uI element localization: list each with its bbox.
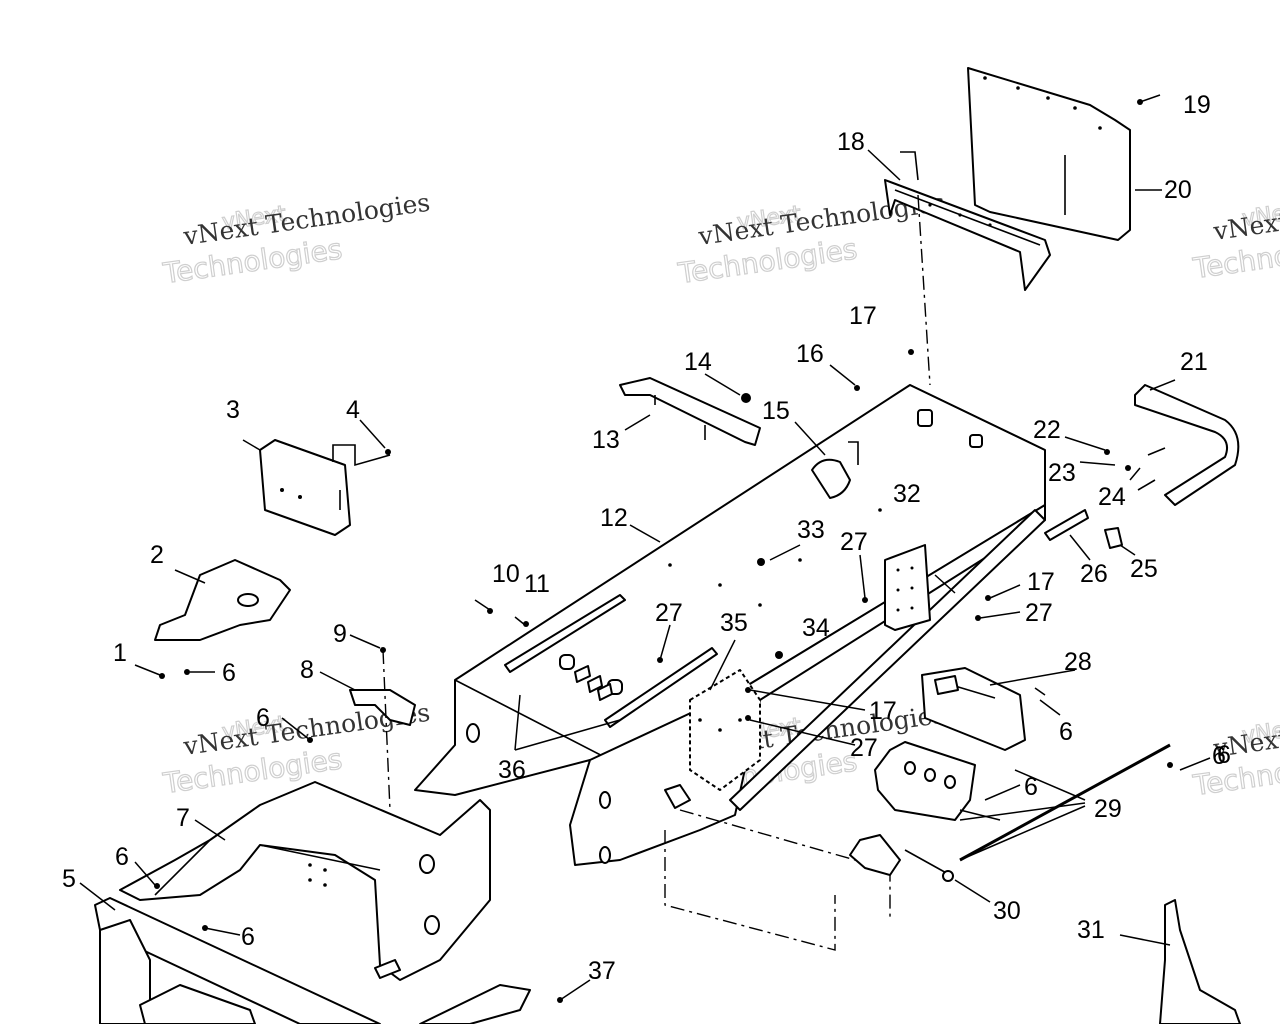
callout-6: 6: [1217, 741, 1231, 769]
part-5-rail: [99, 919, 151, 1024]
part-16-hint: [848, 441, 859, 465]
part-29-bracket: [874, 741, 1001, 821]
callout-12: 12: [600, 504, 628, 532]
callout-26: 26: [1080, 560, 1108, 588]
callout-15: 15: [762, 397, 790, 425]
callout-36: 36: [498, 756, 526, 784]
callout-27: 27: [850, 734, 878, 762]
part-3-box: [259, 439, 351, 536]
callout-27: 27: [840, 528, 868, 556]
callout-11: 11: [524, 570, 550, 598]
callout-22: 22: [1033, 416, 1061, 444]
callout-34: 34: [802, 614, 830, 642]
callout-6: 6: [256, 704, 270, 732]
part-32-plate: [884, 544, 931, 631]
callout-17: 17: [1027, 568, 1055, 596]
callout-28: 28: [1064, 648, 1092, 676]
part-28-housing: [921, 667, 1026, 751]
part-connector: [1137, 479, 1156, 491]
callout-6: 6: [1059, 718, 1073, 746]
part-31-bracket: [1159, 899, 1241, 1024]
watermark-3: vNe vNext Te Techno: [1190, 201, 1280, 286]
part-15-knob: [811, 458, 851, 499]
callout-23: 23: [1048, 459, 1076, 487]
callout-20: 20: [1164, 176, 1192, 204]
part-connector: [1147, 447, 1166, 456]
part-5-rail: [94, 897, 381, 1024]
callout-6: 6: [241, 923, 255, 951]
part-25-block: [1104, 527, 1123, 549]
callout-19: 19: [1183, 91, 1211, 119]
part-7-frame: [119, 781, 491, 981]
callout-13: 13: [592, 426, 620, 454]
callout-31: 31: [1077, 916, 1105, 944]
callout-29: 29: [1094, 795, 1122, 823]
callout-7: 7: [176, 804, 190, 832]
callout-27: 27: [1025, 599, 1053, 627]
part-18-bracket: [884, 151, 1051, 291]
part-rear-bracket: [419, 984, 531, 1024]
callout-9: 9: [333, 620, 347, 648]
watermark-overlay: vNe: [1241, 201, 1280, 232]
part-20-panel: [967, 67, 1131, 241]
callout-32: 32: [893, 480, 921, 508]
part-21-bumper: [1134, 384, 1240, 506]
callout-4: 4: [346, 396, 360, 424]
part-2-bracket: [154, 559, 291, 641]
watermark-large: Techno: [1191, 756, 1280, 802]
centerline: [679, 809, 891, 920]
fasteners: [154, 99, 1173, 1003]
callout-27: 27: [655, 599, 683, 627]
callout-37: 37: [588, 957, 616, 985]
part-4-leader: [332, 444, 391, 467]
callout-21: 21: [1180, 348, 1208, 376]
centerline: [664, 830, 836, 951]
callout-10: 10: [492, 560, 520, 588]
part-13-bracket: [619, 377, 761, 446]
part-12-frame: [414, 384, 1046, 796]
part-8-bracket: [349, 689, 416, 726]
part-rod: [959, 743, 1171, 862]
callout-3: 3: [226, 396, 240, 424]
callout-5: 5: [62, 865, 76, 893]
callout-6: 6: [1212, 742, 1226, 770]
callout-35: 35: [720, 609, 748, 637]
callout-1: 1: [113, 639, 127, 667]
watermark-overlay: vNe: [1241, 718, 1280, 749]
callout-33: 33: [797, 516, 825, 544]
part-rear-bracket: [139, 984, 256, 1024]
callout-17: 17: [869, 697, 897, 725]
callout-6: 6: [222, 659, 236, 687]
part-30-rod: [904, 849, 951, 876]
part-bracket: [849, 834, 901, 876]
callout-6: 6: [1024, 773, 1038, 801]
leader-lines: [79, 94, 1211, 1001]
part-26-strip: [1044, 509, 1089, 541]
callout-6: 6: [115, 843, 129, 871]
callout-30: 30: [993, 897, 1021, 925]
callout-24: 24: [1098, 483, 1126, 511]
watermark-1: vNext vNext Technologies Technologies: [160, 188, 432, 291]
callout-8: 8: [300, 656, 314, 684]
callout-14: 14: [684, 348, 712, 376]
watermark-6: vNe vNext Te Techno: [1190, 718, 1280, 803]
callout-25: 25: [1130, 555, 1158, 583]
callout-18: 18: [837, 128, 865, 156]
callout-2: 2: [150, 541, 164, 569]
callout-16: 16: [796, 340, 824, 368]
callout-17: 17: [849, 302, 877, 330]
part-30-end: [942, 870, 954, 882]
watermark-large: Techno: [1191, 239, 1280, 285]
callout-labels: 1 2 3 4 5 6 7 8 9 10 11 12 13 14 15 16 1…: [62, 91, 1231, 985]
centerline: [917, 194, 931, 386]
